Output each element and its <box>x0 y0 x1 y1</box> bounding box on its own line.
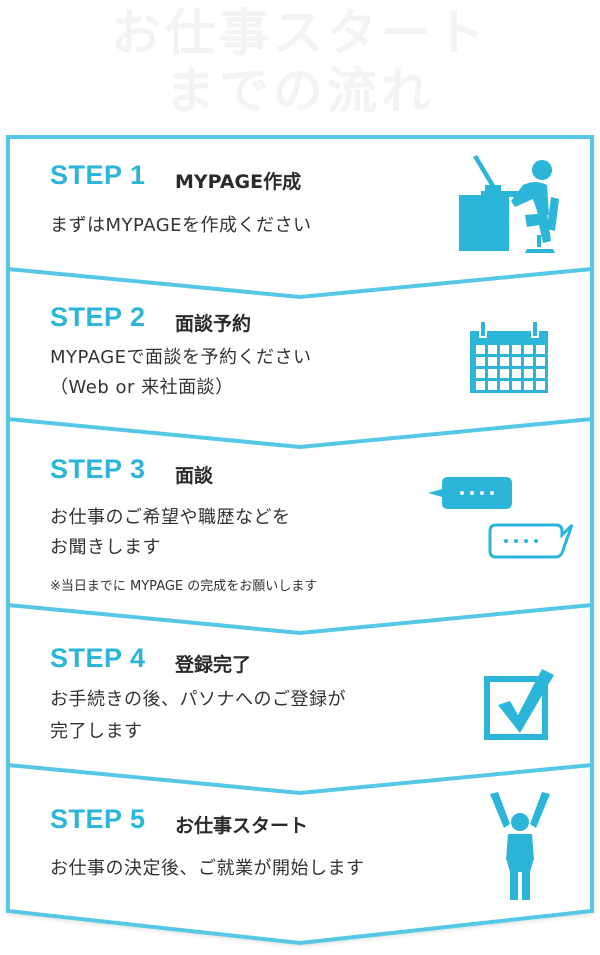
step-1-label: STEP 1 <box>50 160 146 190</box>
step-2-label: STEP 2 <box>50 302 146 332</box>
step-2-desc-line2: （Web or 来社面談） <box>50 377 234 398</box>
step-3-desc-line1: お仕事のご希望や職歴などを <box>50 507 291 528</box>
step-5-desc: お仕事の決定後、ご就業が開始します <box>50 858 365 879</box>
step-1-desc: まずはMYPAGEを作成ください <box>50 215 312 236</box>
step-2-title: 面談予約 <box>175 313 252 335</box>
step-4-desc-line2: 完了します <box>50 721 143 742</box>
page-header: お仕事スタート までの流れ <box>0 0 600 130</box>
step-2-desc-line1: MYPAGEで面談を予約ください <box>50 347 312 368</box>
step-4-title: 登録完了 <box>175 654 252 676</box>
step-3-desc-line2: お聞きします <box>50 537 161 558</box>
step-4-label: STEP 4 <box>50 643 146 673</box>
step-5-title: お仕事スタート <box>175 815 309 837</box>
step-3-title: 面談 <box>175 465 214 487</box>
person-cheering-icon <box>490 792 550 900</box>
steps-frame <box>6 135 594 946</box>
desk-worker-icon <box>459 155 559 253</box>
step-5-label: STEP 5 <box>50 804 146 834</box>
step-3-label: STEP 3 <box>50 454 146 484</box>
step-1-title: MYPAGE作成 <box>175 171 302 193</box>
header-title-line1: お仕事スタート <box>111 4 489 62</box>
step-4-desc-line1: お手続きの後、パソナへのご登録が <box>50 689 346 710</box>
header-title-line2: までの流れ <box>165 62 435 120</box>
checkbox-icon <box>484 669 554 740</box>
chat-bubbles-icon <box>428 477 574 559</box>
calendar-icon <box>470 321 548 393</box>
step-3-note: ※当日までに MYPAGE の完成をお願いします <box>50 579 318 594</box>
steps-panel: STEP 1 MYPAGE作成 まずはMYPAGEを作成ください STEP 2 … <box>0 135 600 955</box>
